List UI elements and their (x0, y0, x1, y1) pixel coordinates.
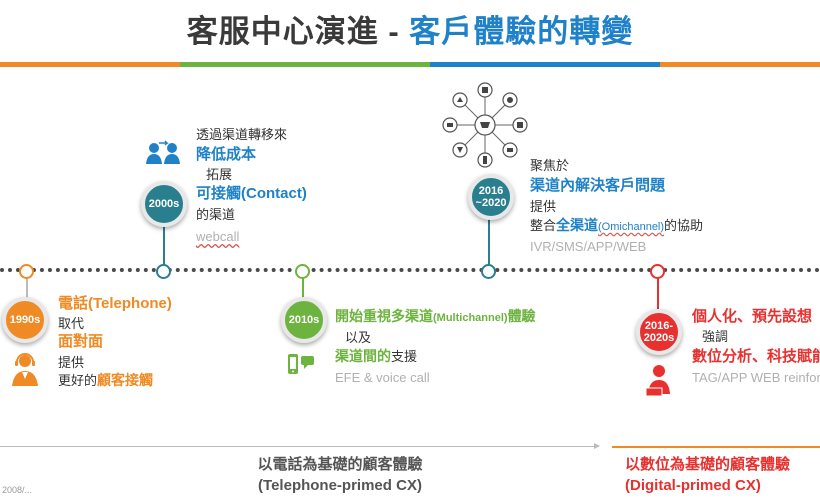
text-2020-tag: TAG/APP WEB reinforce (692, 370, 820, 385)
text-1990-face: 面對面 (58, 333, 104, 350)
text-2020-digital: 數位分析、科技賦能 (692, 348, 820, 365)
text-2016-focus: 聚焦於 (530, 158, 570, 173)
title-main: 客服中心演進 (186, 14, 379, 49)
badge-2016: 2016~2020 (468, 174, 514, 220)
title-bar-blue (430, 62, 660, 67)
timeline-node-2016 (481, 264, 496, 279)
badge-2020: 2016-2020s (636, 309, 682, 355)
text-1990-telephone: 電話(Telephone) (58, 295, 172, 312)
text-2000-webcall: webcall (196, 229, 240, 244)
footnote: 2008/... (2, 485, 33, 495)
people-transfer-icon (145, 140, 181, 166)
text-2000-contact: 可接觸(Contact) (196, 185, 307, 202)
omnichannel-hub-icon (440, 80, 530, 170)
text-2016-omnichannel: 整合全渠道(Omichannel)的協助 (530, 217, 704, 233)
title-bar-orange-right (660, 62, 820, 67)
text-2000-reduce-cost: 降低成本 (196, 146, 257, 163)
label-telephone-cx: 以電話為基礎的顧客體驗 (Telephone-primed CX) (257, 456, 423, 494)
badge-2020-text: 2016-2020s (643, 320, 675, 344)
title-accent: 客戶體驗的轉變 (409, 14, 634, 49)
text-1990-replace: 取代 (58, 316, 85, 331)
text-1990-better-contact: 更好的顧客接觸 (58, 372, 154, 388)
stem-1990 (26, 278, 28, 298)
badge-1990: 1990s (2, 297, 48, 343)
bottom-divider-arrow (594, 443, 600, 449)
title-bar-orange (0, 62, 180, 67)
text-2016-solve: 渠道內解決客戶問題 (530, 177, 666, 194)
user-laptop-icon (644, 362, 674, 398)
text-2016-provide: 提供 (530, 199, 557, 214)
timeline-line (0, 268, 820, 272)
badge-2010: 2010s (281, 297, 327, 343)
timeline-node-2000 (156, 264, 171, 279)
stem-2020 (657, 278, 659, 310)
text-2010-and: 以及 (345, 330, 372, 345)
label-digital-cx: 以數位為基礎的顧客體驗 (Digital-primed CX) (625, 456, 791, 494)
title-bar-green (180, 62, 430, 67)
call-center-agent-icon (10, 352, 40, 388)
stem-2010 (302, 278, 304, 300)
text-2020-personalize: 個人化、預先設想 (692, 308, 813, 325)
bottom-divider-right (612, 446, 820, 448)
title-separator: - (388, 14, 400, 49)
mobile-phone-chat-icon (286, 352, 316, 378)
timeline-node-1990 (19, 264, 34, 279)
timeline-node-2020 (650, 264, 665, 279)
badge-2016-text: 2016~2020 (475, 185, 507, 209)
timeline-node-2010 (295, 264, 310, 279)
text-2010-multichannel: 開始重視多渠道(Multichannel)體驗 (335, 308, 536, 324)
bottom-divider-left (0, 446, 595, 447)
text-2016-channels: IVR/SMS/APP/WEB (530, 239, 647, 254)
text-2000-expand: 拓展 (206, 167, 233, 182)
text-2000-transfer: 透過渠道轉移來 (196, 127, 288, 142)
text-2000-channel: 的渠道 (196, 207, 236, 222)
stem-2016 (488, 215, 490, 265)
page-title: 客服中心演進 - 客戶體驗的轉變 (0, 6, 820, 51)
text-2010-support: 渠道間的支援 (335, 348, 418, 364)
stem-2000 (163, 225, 165, 267)
badge-2000: 2000s (141, 181, 187, 227)
text-2020-emphasize: 強調 (702, 329, 729, 344)
text-1990-provide: 提供 (58, 355, 85, 370)
text-2010-efe: EFE & voice call (335, 370, 430, 385)
